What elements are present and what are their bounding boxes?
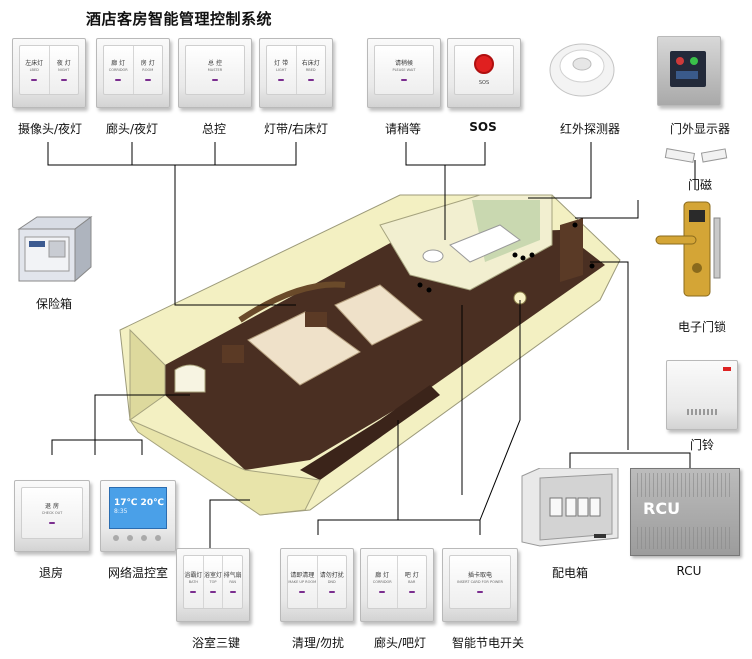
caption-corridor-bar: 廊头/吧灯 (373, 636, 427, 650)
caption-safe: 保险箱 (35, 297, 72, 311)
door-magnet (662, 145, 732, 167)
clean-indicator-icon (690, 57, 698, 65)
caption-checkout: 退房 (38, 566, 63, 580)
rcu-vent-icon (637, 527, 733, 549)
room-illustration (119, 194, 621, 516)
caption-infrared: 红外探测器 (559, 122, 620, 136)
thermostat-button[interactable] (113, 535, 119, 541)
thermostat-button[interactable] (155, 535, 161, 541)
door-display-panel (657, 36, 721, 106)
caption-clean-dnd: 清理/勿扰 (291, 636, 345, 650)
thermostat-time: 8:35 (114, 508, 128, 515)
caption-please-wait: 请稍等 (384, 122, 421, 136)
wiring-lines (47, 142, 696, 548)
distribution-box (520, 468, 620, 550)
caption-camera-night: 摄像头/夜灯 (17, 122, 83, 136)
thermostat-button[interactable] (141, 535, 147, 541)
caption-door-display: 门外显示器 (669, 122, 730, 136)
caption-master: 总控 (201, 122, 226, 136)
caption-power: 智能节电开关 (451, 636, 524, 650)
caption-distribution: 配电箱 (551, 566, 588, 580)
caption-rcu: RCU (676, 564, 702, 578)
door-display-screen (670, 51, 706, 87)
diagram-title: 酒店客房智能管理控制系统 (86, 10, 273, 28)
doorbell-led-icon (723, 367, 731, 371)
doorbell-button-icon (676, 71, 698, 79)
sos-label: SOS (478, 80, 490, 86)
electronic-lock (652, 196, 742, 300)
caption-bath3: 浴室三键 (191, 636, 240, 650)
caption-door-magnet: 门磁 (687, 178, 712, 192)
caption-sos: SOS (469, 120, 497, 134)
safe-box (15, 215, 93, 285)
doorbell-unit (666, 360, 738, 430)
rcu-label: RCU (643, 499, 681, 518)
rcu-box: RCU (630, 468, 740, 556)
thermostat-panel: 17℃ 20℃ 8:35 (100, 480, 176, 552)
sos-panel: SOS (447, 38, 521, 108)
thermostat-screen: 17℃ 20℃ 8:35 (109, 487, 167, 529)
thermostat-button[interactable] (127, 535, 133, 541)
infrared-detector (547, 38, 617, 100)
caption-doorbell: 门铃 (689, 438, 714, 452)
caption-thermostat: 网络温控室 (107, 566, 168, 580)
sos-button[interactable] (474, 54, 494, 74)
rcu-vent-icon (637, 473, 733, 497)
thermostat-temp: 17℃ 20℃ (114, 498, 164, 508)
caption-lock: 电子门锁 (677, 320, 726, 334)
caption-strip-bed: 灯带/右床灯 (263, 122, 329, 136)
dnd-indicator-icon (676, 57, 684, 65)
speaker-grille-icon (687, 409, 717, 415)
caption-corridor-night: 廊头/夜灯 (105, 122, 159, 136)
